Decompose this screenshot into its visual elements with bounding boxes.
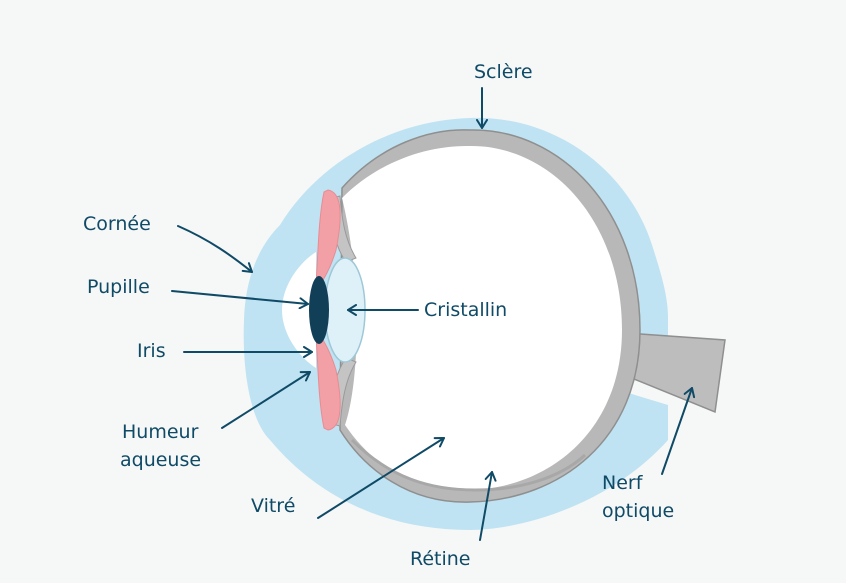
label-humeur-line1: Humeur <box>122 421 199 443</box>
cornee-arrow <box>178 226 252 272</box>
pupil-shape <box>309 276 329 344</box>
label-nerf-line1: Nerf <box>602 472 644 494</box>
label-pupille: Pupille <box>87 276 150 298</box>
label-sclere: Sclère <box>474 61 533 83</box>
label-retine: Rétine <box>410 548 471 570</box>
label-vitre: Vitré <box>251 495 295 517</box>
label-nerf-line2: optique <box>602 500 674 522</box>
label-cornee: Cornée <box>83 213 151 235</box>
label-iris: Iris <box>137 340 166 362</box>
label-humeur-line2: aqueuse <box>120 449 201 471</box>
label-cristallin: Cristallin <box>424 299 507 321</box>
